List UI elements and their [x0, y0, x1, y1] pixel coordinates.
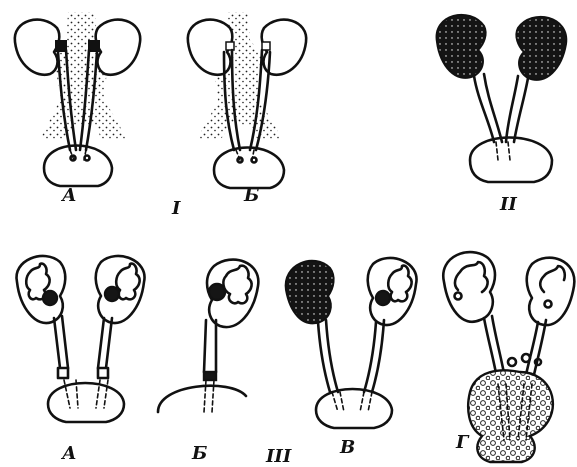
right-kidney-dark — [516, 17, 566, 80]
bladder — [158, 386, 246, 412]
bladder — [214, 148, 284, 189]
left-kidney-dark — [437, 15, 486, 78]
bladder — [470, 138, 552, 183]
panel-3b — [158, 260, 258, 412]
pelvic-stone — [209, 284, 225, 300]
left-pelvic-stone — [43, 291, 57, 305]
bladder — [48, 383, 124, 422]
left-ureter — [474, 76, 494, 142]
label-panel-3b: Б — [191, 443, 207, 464]
panel-3g — [443, 252, 574, 462]
left-kidney — [15, 20, 60, 75]
panel-2 — [437, 15, 567, 182]
panel-1a — [15, 12, 140, 186]
label-panel-1a: А — [60, 185, 77, 206]
right-ureter — [364, 320, 384, 392]
label-panel-3a: А — [60, 443, 77, 464]
label-panel-3g: Г — [455, 432, 470, 453]
label-panel-3v: В — [339, 437, 355, 458]
left-stent-marker — [226, 42, 234, 50]
bladder — [316, 389, 392, 428]
right-pelvic-stone — [376, 291, 390, 305]
right-pelvic-stone — [105, 287, 119, 301]
panel-1b — [188, 12, 306, 188]
left-ureter — [54, 316, 68, 368]
right-kidney — [527, 258, 575, 325]
panel-3v — [286, 258, 417, 428]
right-ureter — [98, 318, 112, 368]
right-stent-marker — [262, 42, 270, 50]
bladder — [44, 146, 112, 187]
label-group-1: I — [171, 198, 181, 219]
left-kidney-dark — [286, 261, 334, 323]
ureter — [204, 320, 216, 372]
left-ureter — [318, 320, 338, 392]
label-panel-1b: Б — [243, 185, 259, 206]
right-kidney — [96, 20, 141, 75]
bladder-tumor — [468, 370, 553, 462]
label-group-3: III — [265, 446, 292, 467]
panel-3a — [16, 256, 144, 422]
label-group-2: II — [499, 194, 517, 215]
